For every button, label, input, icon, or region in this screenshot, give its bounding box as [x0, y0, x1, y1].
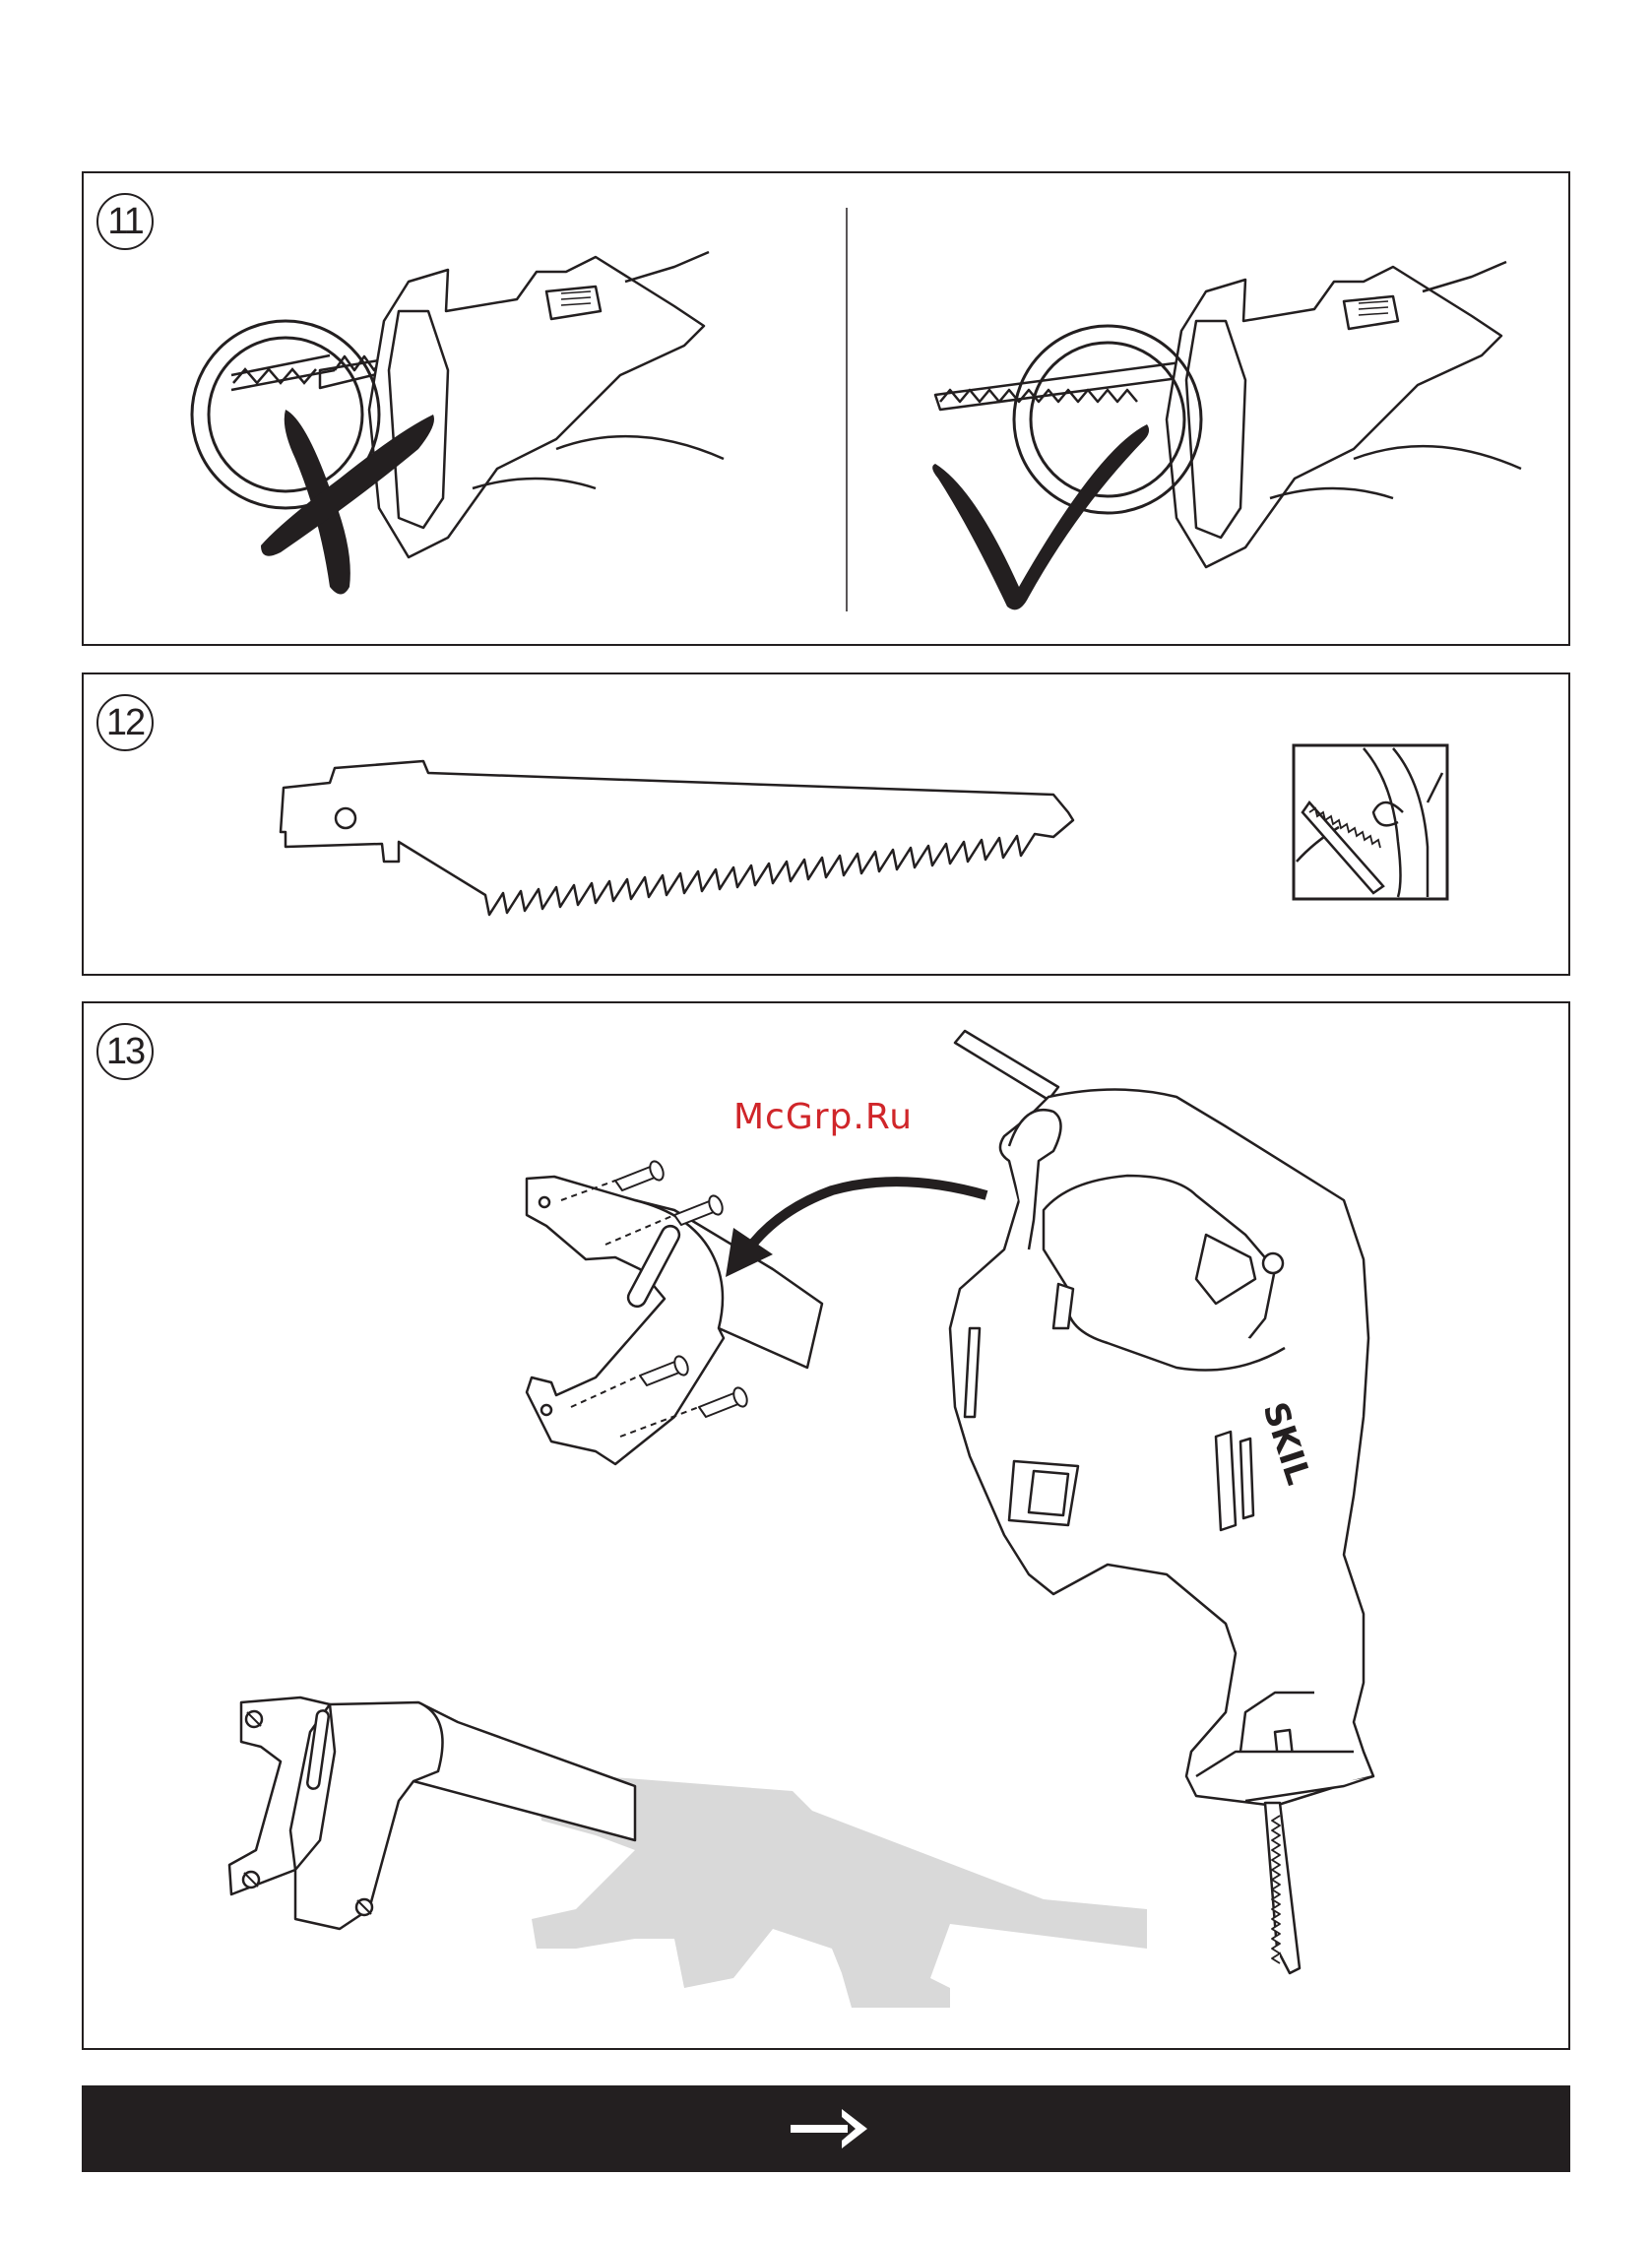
reciprocating-saw	[950, 1031, 1373, 1973]
saw-nose-correct	[935, 262, 1521, 567]
check-icon	[932, 424, 1149, 609]
navigation-bar	[82, 2085, 1570, 2172]
wood-application-icon	[1294, 745, 1447, 899]
step-12-panel: 12	[82, 672, 1570, 976]
screw	[699, 1385, 749, 1417]
screw	[674, 1193, 725, 1225]
curved-arrow	[726, 1182, 986, 1277]
arrow-right-icon[interactable]	[791, 2107, 867, 2150]
saw-blade	[281, 761, 1073, 915]
blade-hole	[336, 808, 355, 828]
wall-bracket-mounting-illustration: SKIL	[84, 1003, 1572, 2052]
screw	[615, 1159, 666, 1190]
step-13-panel: 13 McGrp.Ru	[82, 1001, 1570, 2050]
step-11-panel: 11	[82, 171, 1570, 646]
bracket-with-screws	[527, 1159, 822, 1464]
saw-nose-wrong	[320, 252, 724, 557]
wood-blade-illustration	[84, 674, 1572, 978]
blade-insertion-illustration	[84, 173, 1572, 648]
mounted-bracket	[229, 1697, 635, 1929]
